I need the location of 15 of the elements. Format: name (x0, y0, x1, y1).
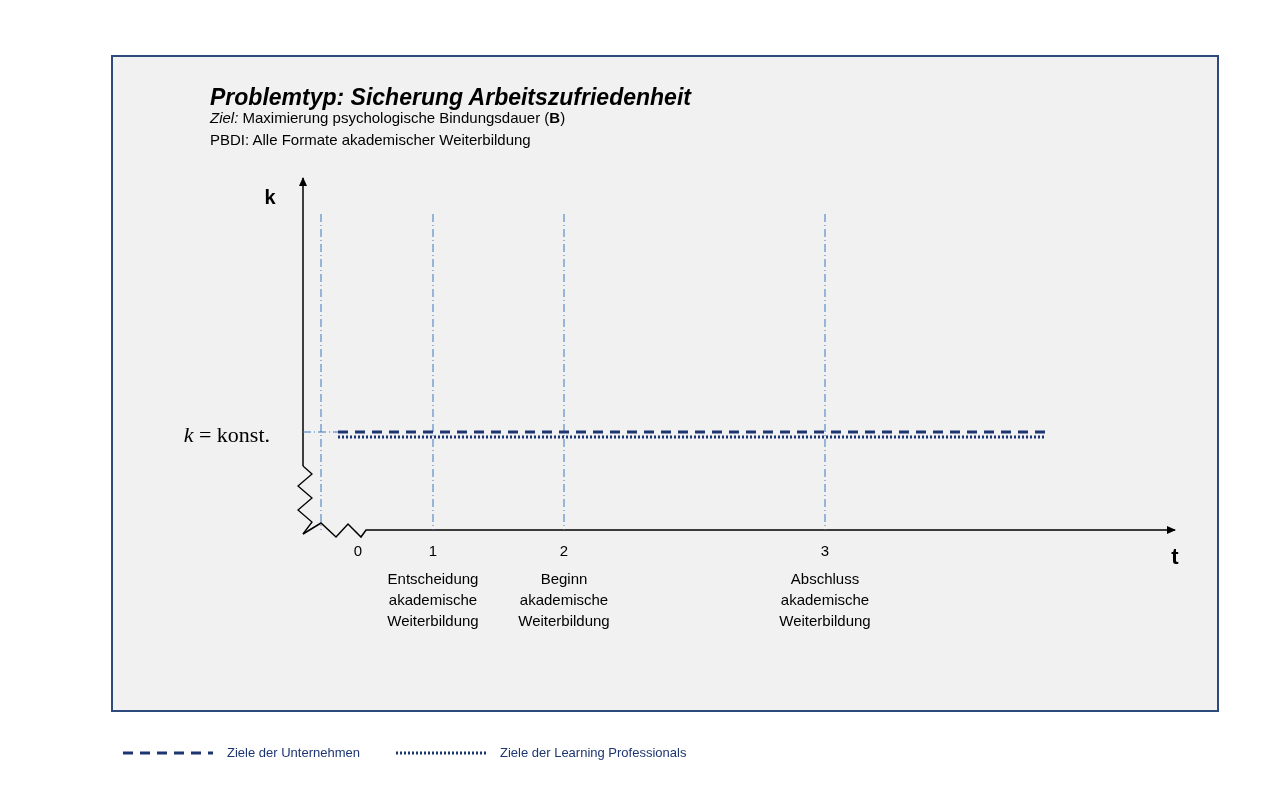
text-label: 1 (427, 541, 439, 561)
text-label: k (263, 185, 277, 210)
legend-text: Ziele der Unternehmen (227, 744, 360, 762)
text-label: 2 (558, 541, 570, 561)
text-label: t (1170, 543, 1180, 571)
legend-text: Ziele der Learning Professionals (499, 744, 687, 762)
text-label: Ziel: Maximierung psychologische Bindungsdauer (B) (210, 109, 567, 128)
text-label: Abschluss akademische Weiterbildung (778, 569, 872, 631)
diagram-title: Problemtyp: Sicherung Arbeitszufriedenheit (210, 83, 691, 112)
text-label: Beginn akademische Weiterbildung (517, 569, 611, 631)
text-label: PBDI: Alle Formate akademischer Weiterbildung (210, 130, 532, 150)
text-label: Entscheidung akademische Weiterbildung (386, 569, 480, 631)
text-label: 0 (352, 541, 364, 561)
text-label: k = konst. (182, 421, 270, 449)
text-label: 3 (819, 541, 831, 561)
